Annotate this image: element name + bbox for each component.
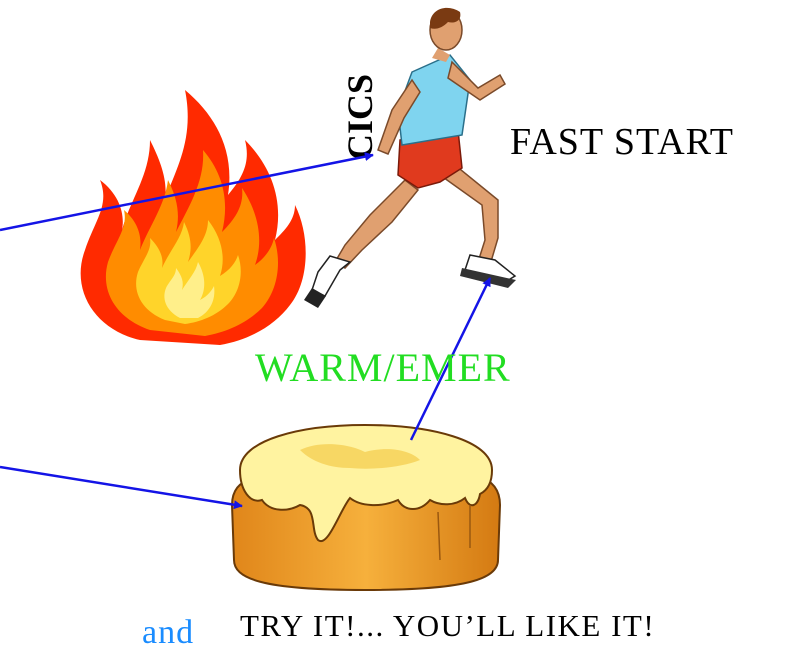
fast-start-label: FAST START: [510, 120, 734, 164]
cake-icon: [232, 425, 500, 590]
fire-icon: [81, 90, 306, 345]
and-fragment-label: and: [142, 614, 194, 652]
cics-shirt-label: CICS: [340, 74, 380, 160]
try-it-label: TRY IT!... YOU’LL LIKE IT!: [240, 608, 655, 644]
warm-emer-label: WARM/EMER: [255, 344, 511, 391]
arrow-to-cake: [0, 467, 242, 506]
runner-icon: CICS: [304, 8, 516, 308]
